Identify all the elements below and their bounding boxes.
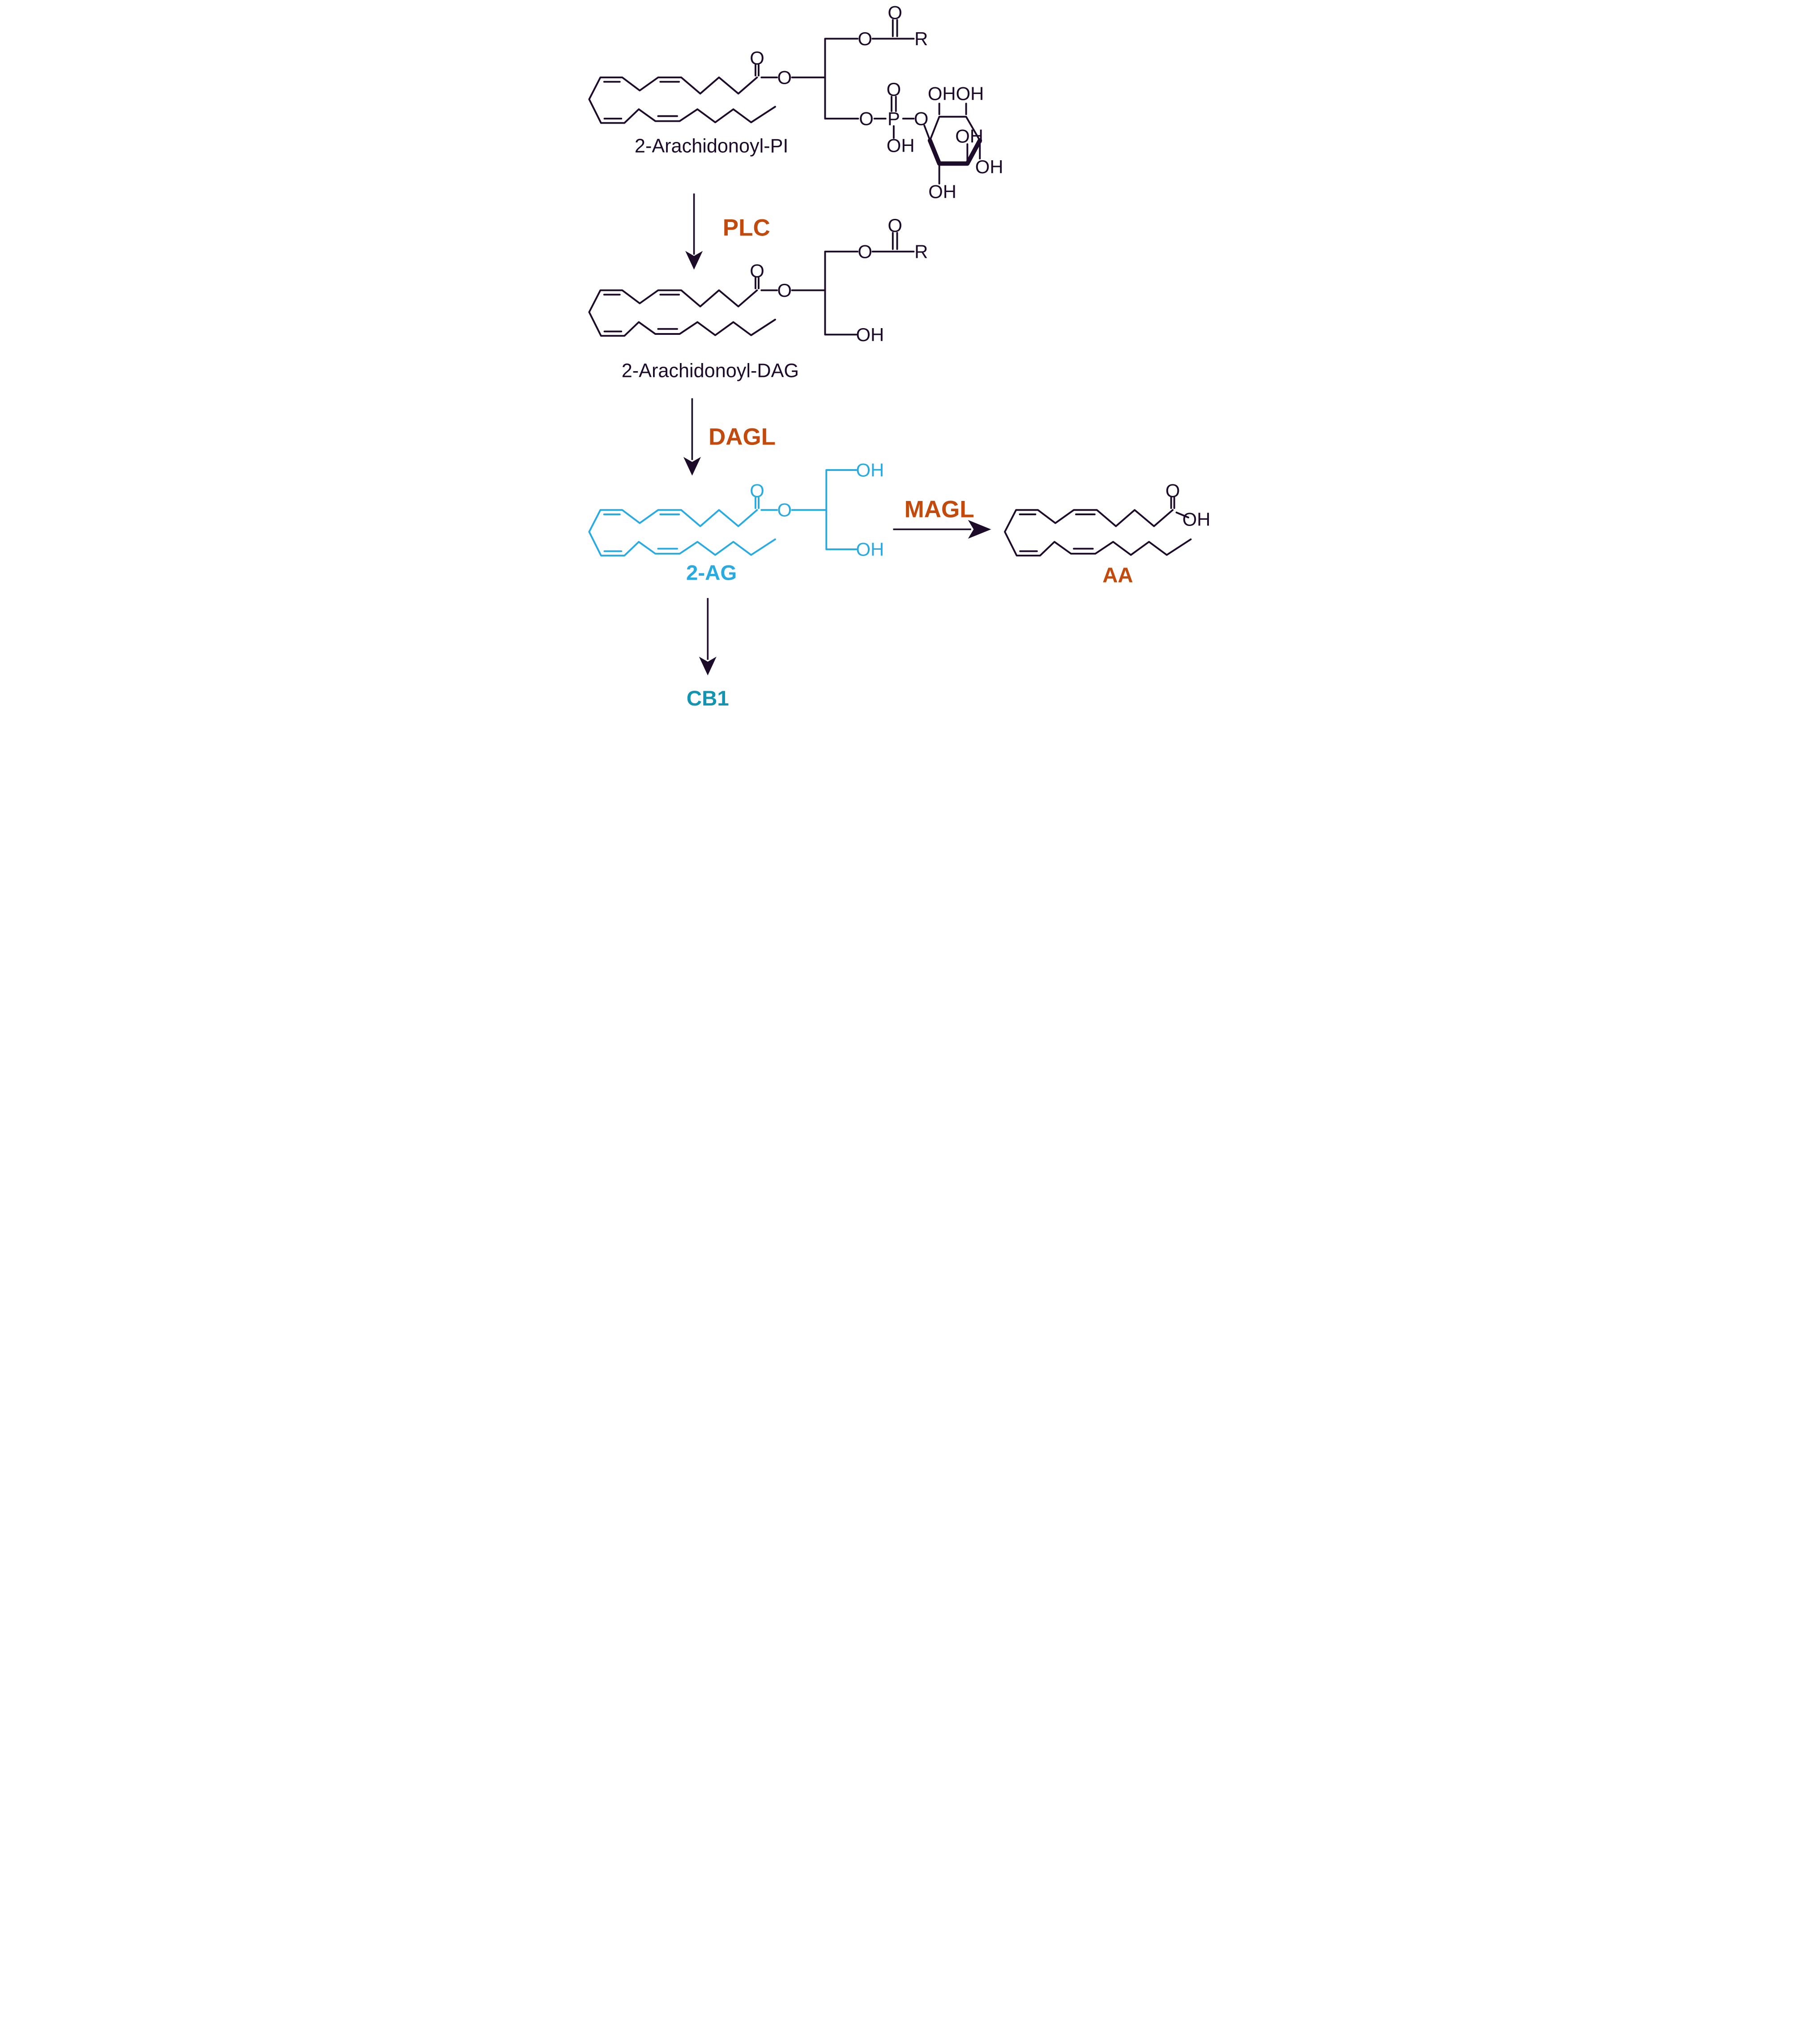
dagl-step: DAGL [683, 398, 776, 476]
dagl-arrowhead [683, 457, 701, 476]
label-2-arachidonoyl-pi: 2-Arachidonoyl-PI [634, 135, 788, 157]
carboxyl-hydroxyl-label: OH [1182, 509, 1210, 530]
inositol-oh-3: OH [955, 125, 983, 146]
label-aa: AA [1102, 564, 1133, 587]
acyl-chain [588, 496, 776, 556]
molecule-2-arachidonoyl-dag: O O O O R OH [588, 215, 928, 345]
sn1-ester-bonds [871, 19, 914, 40]
molecule-2-ag: O O OH OH [588, 459, 884, 560]
acyl-chain [1003, 496, 1192, 556]
label-2-ag: 2-AG [686, 561, 737, 585]
inositol-oh-4: OH [975, 156, 1003, 177]
sn1-oxygen-label: O [858, 241, 872, 262]
dagl-enzyme-label: DAGL [708, 424, 775, 450]
pathway-canvas: O O O O R O P O OH O OH OH OH OH OH 2- [585, 0, 1212, 713]
phosphate-oxygen-left-label: O [859, 108, 874, 129]
sn3-hydroxyl-label: OH [856, 539, 884, 560]
plc-enzyme-label: PLC [722, 214, 770, 241]
carbonyl-oxygen-label: O [1165, 480, 1180, 501]
inositol-oh-2: OH [956, 83, 984, 104]
inositol-oh-1: OH [927, 83, 956, 104]
p-double-bond-o [890, 96, 897, 112]
ester-oxygen-label: O [777, 500, 792, 521]
label-2-arachidonoyl-dag: 2-Arachidonoyl-DAG [621, 360, 798, 381]
ester-oxygen-label: O [777, 280, 792, 301]
sn1-carbonyl-oxygen-label: O [888, 2, 902, 23]
phosphate-oxo-label: O [886, 79, 901, 100]
pathway-diagram: O O O O R O P O OH O OH OH OH OH OH 2- [585, 0, 1212, 713]
molecule-aa: O OH [1003, 480, 1210, 556]
glycerol-backbone [824, 38, 859, 120]
plc-arrowhead [685, 251, 703, 270]
carbonyl-oxygen-label: O [750, 480, 764, 501]
r-group-label: R [914, 241, 928, 262]
inositol-oh-5: OH [928, 181, 956, 202]
ag-acyl-part: O O [588, 480, 827, 556]
phosphate-oxygen-right-label: O [913, 108, 928, 129]
magl-arrowhead [968, 520, 991, 539]
carbonyl-oxygen-label: O [750, 261, 764, 282]
molecule-2-arachidonoyl-pi: O O O O R O P O OH O OH OH OH OH OH [588, 2, 1003, 202]
r-group-label: R [914, 28, 928, 49]
inositol-front-bold-edges [927, 138, 982, 166]
glycerol-backbone [824, 250, 858, 336]
phosphate-hydroxyl-label: OH [886, 135, 914, 156]
glycerol-backbone [825, 469, 857, 551]
acyl-chain [588, 64, 776, 124]
magl-enzyme-label: MAGL [904, 496, 974, 522]
sn3-hydroxyl-label: OH [856, 324, 884, 345]
aa-acyl-part: O OH [1003, 480, 1210, 556]
sn1-ester-bonds [871, 232, 914, 252]
cb1-receptor-label: CB1 [686, 687, 729, 710]
ester-oxygen-label: O [777, 67, 792, 88]
cb1-arrowhead [699, 656, 717, 676]
inositol-oh-bonds [938, 103, 981, 184]
carbonyl-oxygen-label: O [750, 47, 764, 68]
inositol-back-edges [929, 115, 981, 141]
magl-step: MAGL [892, 496, 991, 539]
c-oh-bond [1175, 511, 1189, 518]
cb1-step: CB1 [686, 598, 729, 710]
sn1-carbonyl-oxygen-label: O [888, 215, 902, 236]
sn1-hydroxyl-label: OH [856, 459, 884, 480]
dag-acyl-part: O O [588, 261, 826, 337]
o-inositol-bond [923, 124, 930, 140]
sn1-oxygen-label: O [858, 28, 872, 49]
inositol-ring: OH OH OH OH OH [927, 83, 1003, 202]
plc-step: PLC [685, 193, 770, 270]
acyl-chain [588, 277, 776, 337]
